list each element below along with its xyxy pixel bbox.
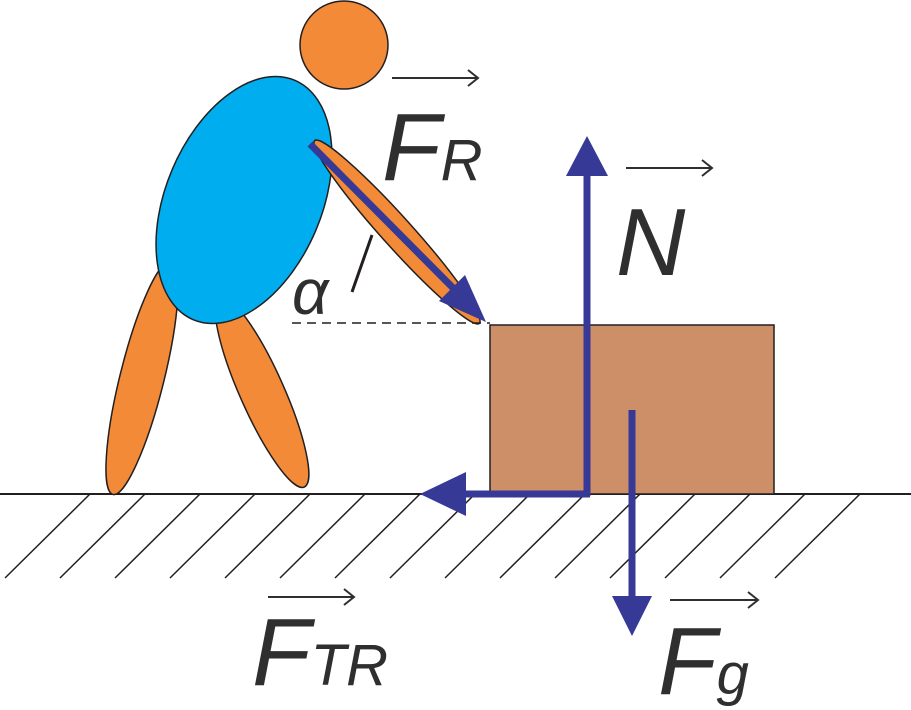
friction-force-label: FTR (252, 599, 388, 706)
gravity-force-label: Fg (658, 608, 749, 710)
friction-force-overarrow (268, 588, 356, 606)
label-overarrows (268, 69, 760, 609)
pull-force-arrow-head (439, 275, 486, 322)
pull-force-label: FR (382, 94, 483, 201)
gravity-force-overarrow (670, 591, 760, 609)
normal-force-label: N (616, 189, 686, 296)
normal-force-overarrow (626, 159, 714, 177)
person-body (155, 75, 333, 325)
angle-label: α (292, 256, 330, 328)
friction-force-arrow-head (420, 472, 466, 516)
person-head (299, 0, 389, 90)
normal-force-arrow-head (566, 136, 608, 176)
ground-hatching (4, 494, 861, 579)
gravity-force-arrow-head (612, 596, 652, 636)
angle-arc (350, 234, 374, 293)
vectors (307, 136, 652, 636)
person-figure (105, 0, 481, 496)
pull-force-overarrow (392, 69, 480, 87)
pull-force-arrow-shaft (307, 141, 468, 303)
